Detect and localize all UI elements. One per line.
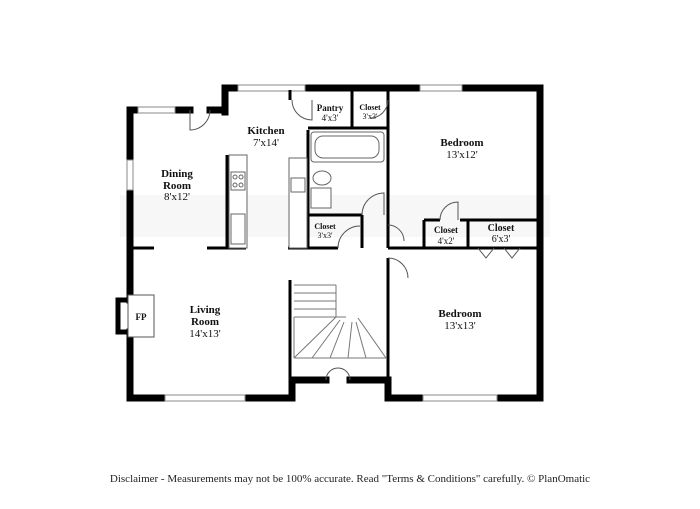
kitchen-fixtures: [228, 154, 308, 249]
fireplace: [115, 294, 155, 338]
kitchen-size: 7'x14': [253, 137, 279, 149]
fireplace-label: FP: [136, 312, 147, 322]
bath-fixtures: [310, 131, 385, 209]
closet-small-name: Closet: [434, 225, 458, 235]
closet-hall-name: Closet: [314, 222, 336, 231]
living-size: 14'x13': [189, 328, 220, 340]
room-labels: Dining Room 8'x12' Kitchen 7'x14' Pantry…: [136, 103, 515, 340]
pantry-size: 4'x3': [322, 113, 339, 123]
bedroom-1-name: Bedroom: [440, 137, 483, 149]
closet-top-size: 3'x3': [363, 112, 378, 121]
closet-wide-name: Closet: [488, 223, 515, 234]
closet-top-name: Closet: [359, 103, 381, 112]
kitchen-name: Kitchen: [247, 125, 284, 137]
exterior-walls: [126, 84, 544, 402]
disclaimer: Disclaimer - Measurements may not be 100…: [109, 473, 591, 485]
dining-name-1: Dining: [161, 168, 193, 180]
closet-hall-size: 3'x3': [318, 231, 333, 240]
closet-wide-size: 6'x3': [492, 234, 511, 245]
bedroom-2-size: 13'x13': [444, 320, 475, 332]
bedroom-1-size: 13'x12': [446, 149, 477, 161]
doors: [189, 99, 521, 381]
closet-small-size: 4'x2': [438, 236, 455, 246]
dining-name-2: Room: [163, 180, 191, 192]
pantry-name: Pantry: [317, 103, 344, 113]
dining-size: 8'x12': [164, 191, 190, 203]
windows: [126, 84, 498, 402]
bedroom-2-name: Bedroom: [438, 308, 481, 320]
living-name-2: Room: [191, 316, 219, 328]
living-name-1: Living: [190, 304, 221, 316]
stairs: [293, 284, 387, 359]
